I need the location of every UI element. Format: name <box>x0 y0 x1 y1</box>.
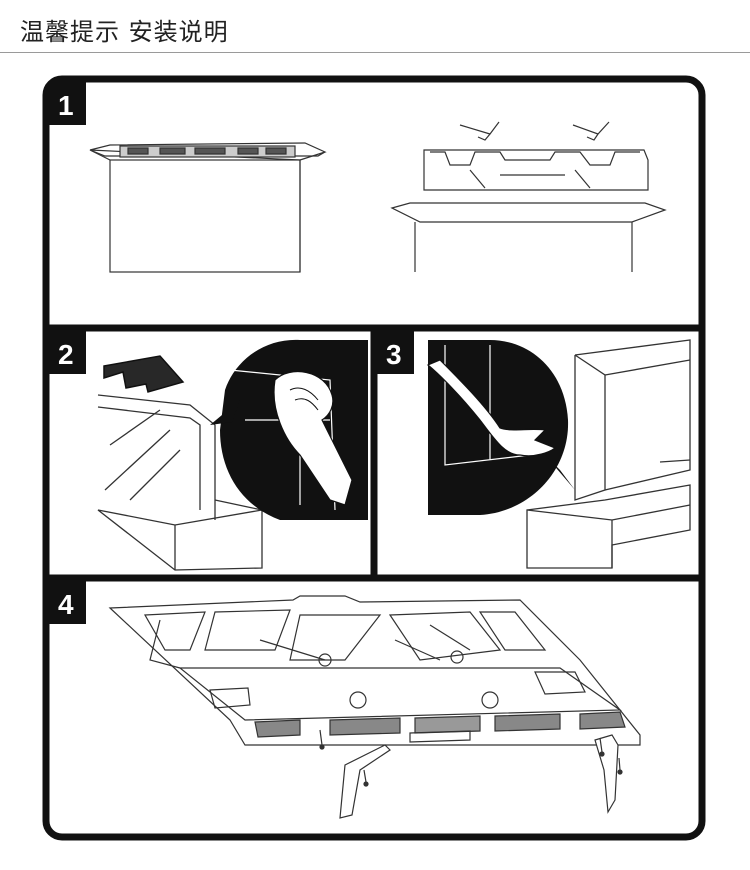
tv-stand-assembly-illustration <box>108 595 641 819</box>
step-number-2: 2 <box>58 339 74 370</box>
step-number-1: 1 <box>58 90 74 121</box>
unpacked-parts-illustration <box>390 121 667 272</box>
boxed-tv-illustration <box>89 142 327 273</box>
step-number-3: 3 <box>386 339 402 370</box>
step-2-panel: 2 <box>49 331 368 571</box>
hand-icon <box>273 371 353 506</box>
tv-lift-illustration <box>97 394 263 571</box>
header-divider <box>0 52 750 53</box>
page-title: 温馨提示 安装说明 <box>20 18 229 46</box>
step-3-panel: 3 <box>377 331 691 569</box>
step-4-panel: 4 <box>49 581 641 819</box>
hand-icon <box>426 359 557 457</box>
step-number-4: 4 <box>58 589 74 620</box>
tv-lift-illustration-2 <box>526 339 691 569</box>
step-1-panel: 1 <box>49 82 667 273</box>
